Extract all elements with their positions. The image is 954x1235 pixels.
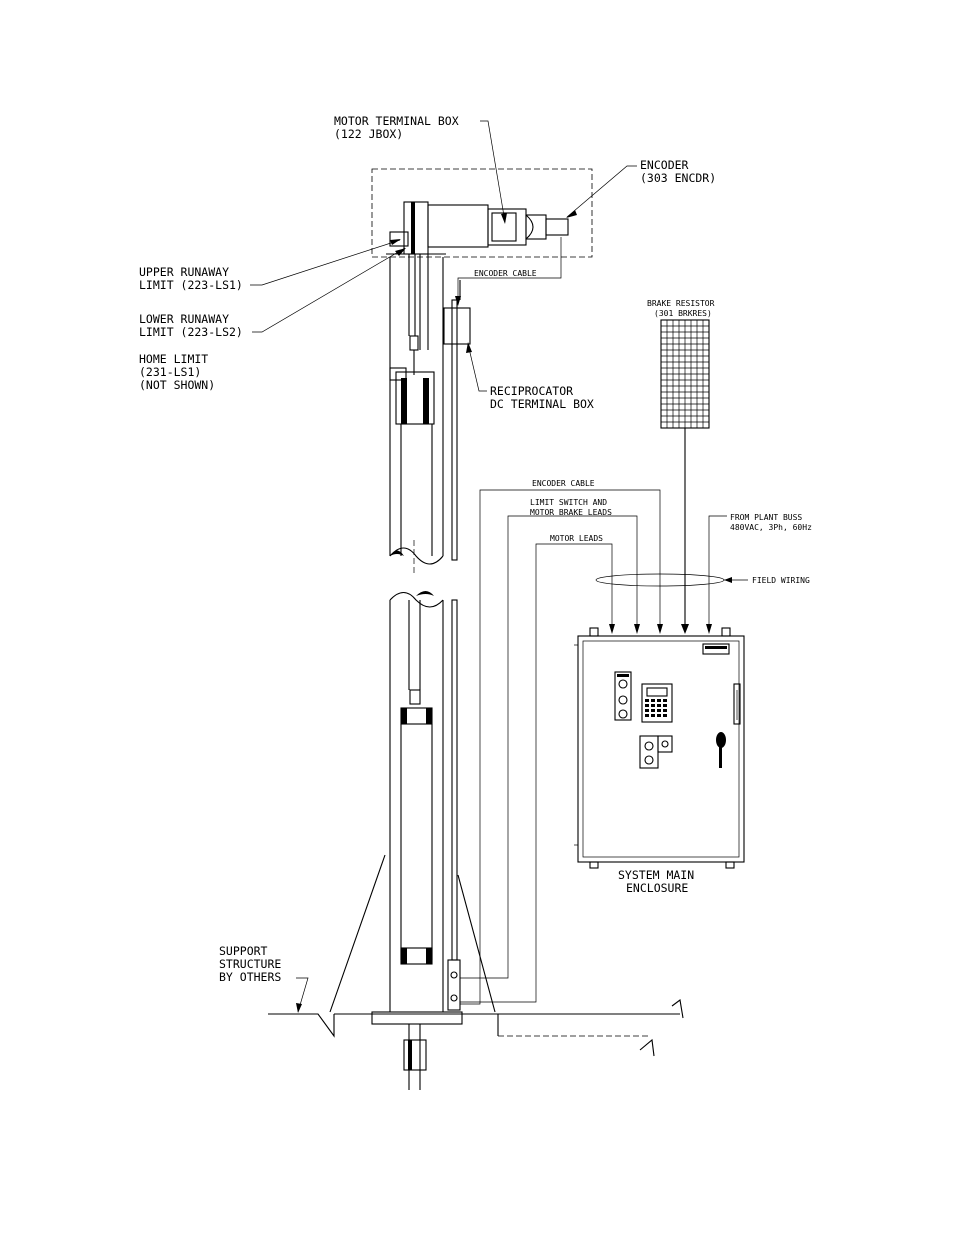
reciprocator-terminal-label: DC TERMINAL BOX: [490, 397, 594, 411]
structure-label: STRUCTURE: [219, 957, 281, 971]
keypad-key: [657, 704, 661, 707]
upper-column: [389, 257, 444, 575]
encoder-label: ENCODER: [640, 158, 689, 172]
field-wiring-label: FIELD WIRING: [752, 576, 810, 585]
system-main-label: SYSTEM MAIN: [618, 868, 694, 882]
brake-resistor-id: (301 BRKRES): [654, 309, 712, 318]
home-limit-label: HOME LIMIT: [139, 352, 208, 366]
keypad-key: [651, 699, 655, 702]
motor-leads-label: MOTOR LEADS: [550, 534, 603, 543]
lower-runaway-id: LIMIT (223-LS2): [139, 325, 243, 339]
upper-runaway-label: UPPER RUNAWAY: [139, 265, 229, 279]
text-labels: MOTOR TERMINAL BOX (122 JBOX) ENCODER (3…: [139, 114, 812, 984]
leader-lines: [250, 120, 637, 1013]
encoder-id: (303 ENCDR): [640, 171, 716, 185]
side-rail-upper: [443, 280, 471, 561]
keypad-key: [663, 704, 667, 707]
keypad-key: [645, 709, 649, 712]
motor-assembly: [371, 168, 593, 375]
plant-buss-label: FROM PLANT BUSS: [730, 513, 802, 522]
keypad-key: [663, 699, 667, 702]
encoder-cable-top-label: ENCODER CABLE: [474, 269, 537, 278]
lower-column: [329, 591, 496, 1090]
encoder-cable-mid-label: ENCODER CABLE: [532, 479, 595, 488]
motor-brake-leads-label: MOTOR BRAKE LEADS: [530, 508, 612, 517]
by-others-label: BY OTHERS: [219, 970, 281, 984]
support-floor: [268, 999, 684, 1057]
keypad-key: [645, 699, 649, 702]
keypad-key: [663, 709, 667, 712]
home-limit-note: (NOT SHOWN): [139, 378, 215, 392]
reciprocator-label: RECIPROCATOR: [490, 384, 573, 398]
motor-terminal-box-label: MOTOR TERMINAL BOX: [334, 114, 459, 128]
system-main-enclosure: [574, 627, 745, 869]
brake-resistor: [660, 319, 710, 634]
keypad-key: [657, 699, 661, 702]
limit-switch-label: LIMIT SWITCH AND: [530, 498, 607, 507]
upper-runaway-id: LIMIT (223-LS1): [139, 278, 243, 292]
keypad-key: [651, 714, 655, 717]
keypad-key: [663, 714, 667, 717]
keypad-key: [651, 709, 655, 712]
brake-resistor-label: BRAKE RESISTOR: [647, 299, 715, 308]
keypad-key: [657, 709, 661, 712]
support-label: SUPPORT: [219, 944, 268, 958]
keypad-key: [651, 704, 655, 707]
lower-runaway-label: LOWER RUNAWAY: [139, 312, 229, 326]
home-limit-id: (231-LS1): [139, 365, 201, 379]
keypad-key: [645, 704, 649, 707]
system-enclosure-label: ENCLOSURE: [626, 881, 688, 895]
keypad-key: [645, 714, 649, 717]
keypad-key: [657, 714, 661, 717]
plant-buss-spec: 480VAC, 3Ph, 60Hz: [730, 523, 812, 532]
motor-terminal-box-id: (122 JBOX): [334, 127, 403, 141]
wiring: [455, 237, 748, 1005]
